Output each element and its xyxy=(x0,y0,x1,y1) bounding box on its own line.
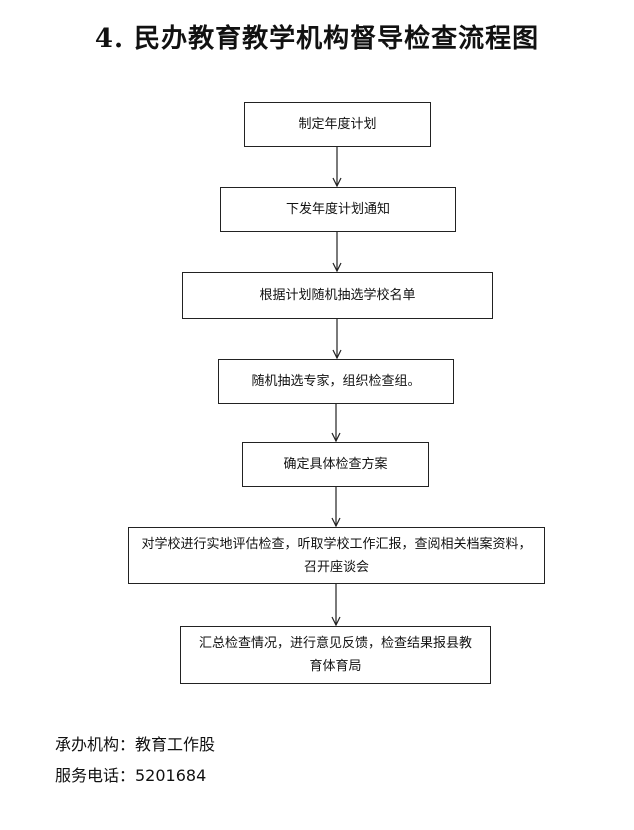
step-6-box: 对学校进行实地评估检查，听取学校工作汇报，查阅相关档案资料，召开座谈会 xyxy=(128,527,545,584)
step-5-label: 确定具体检查方案 xyxy=(283,457,388,472)
step-5-box: 确定具体检查方案 xyxy=(242,442,429,487)
step-1-box: 制定年度计划 xyxy=(244,102,431,147)
step-2-label: 下发年度计划通知 xyxy=(285,202,390,217)
step-4-box: 随机抽选专家，组织检查组。 xyxy=(218,359,454,404)
page-title: 4. 民办教育教学机构督导检查流程图 xyxy=(94,24,540,54)
step-3-box: 根据计划随机抽选学校名单 xyxy=(182,272,493,319)
service-phone: 服务电话：5201684 xyxy=(55,766,207,785)
step-7-label: 汇总检查情况，进行意见反馈，检查结果报县教育体育局 xyxy=(198,636,472,674)
organizer-info: 承办机构：教育工作股 xyxy=(55,735,216,754)
step-1-label: 制定年度计划 xyxy=(298,117,377,132)
step-7-box: 汇总检查情况，进行意见反馈，检查结果报县教育体育局 xyxy=(180,626,491,684)
step-6-label: 对学校进行实地评估检查，听取学校工作汇报，查阅相关档案资料，召开座谈会 xyxy=(141,536,532,575)
step-4-label: 随机抽选专家，组织检查组。 xyxy=(251,374,421,389)
step-3-label: 根据计划随机抽选学校名单 xyxy=(259,288,416,303)
step-2-box: 下发年度计划通知 xyxy=(220,187,456,232)
